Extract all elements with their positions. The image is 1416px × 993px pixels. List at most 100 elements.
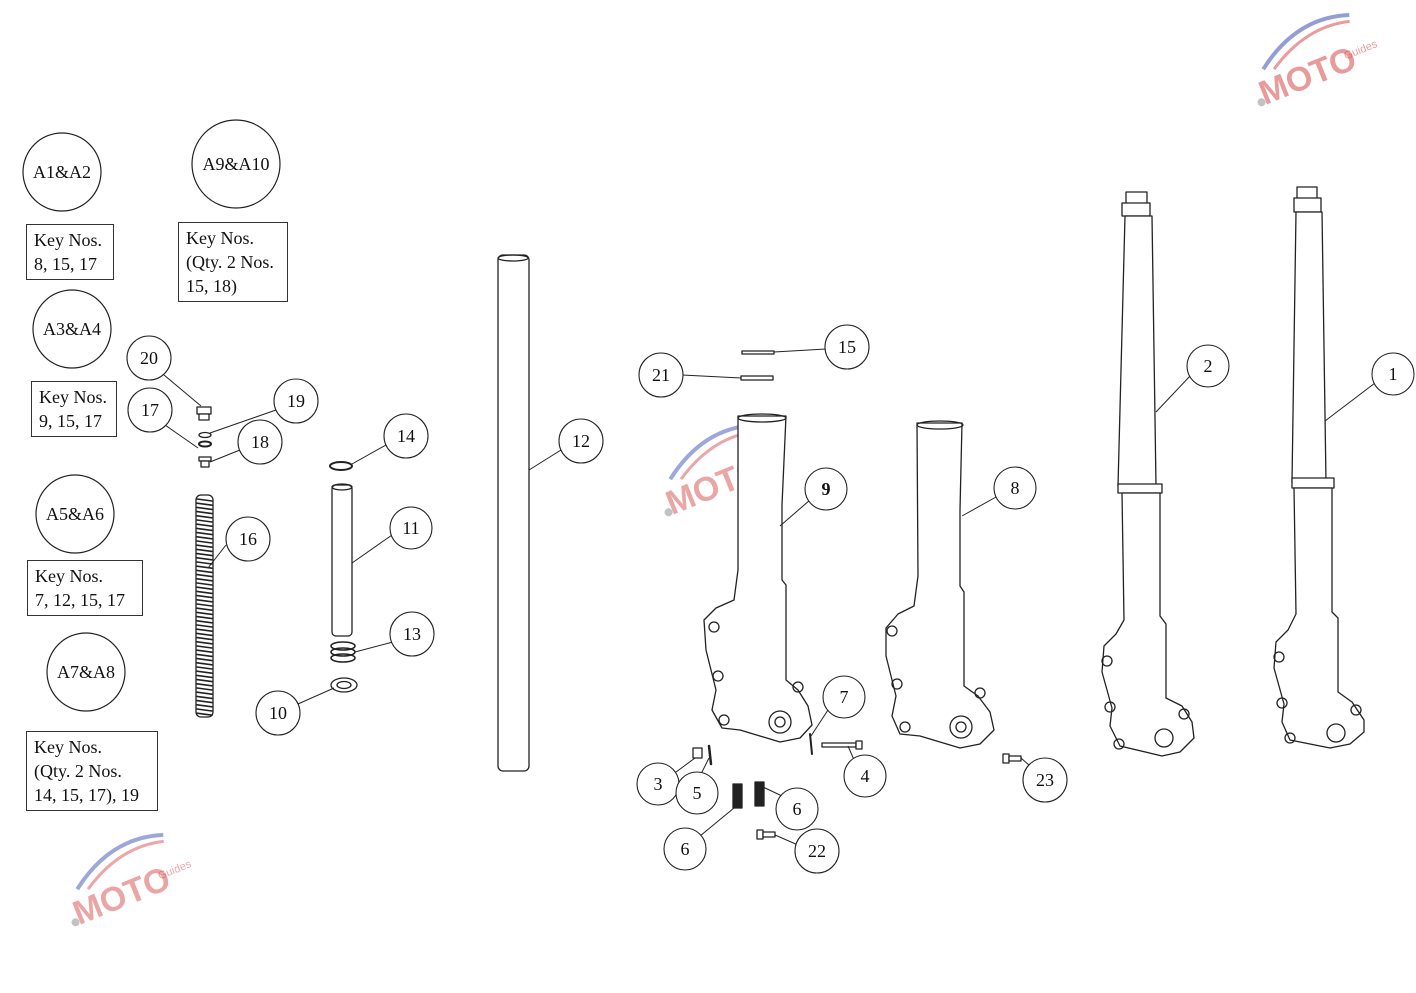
part-pin-5 xyxy=(707,744,713,766)
watermark-logo-bottom-left: MOTO Guides xyxy=(68,833,194,933)
part-spring-16 xyxy=(195,494,214,718)
callout-number: 10 xyxy=(269,703,287,723)
callout-c10: 10 xyxy=(255,690,301,736)
kit-label-a5a6: A5&A6 xyxy=(46,504,104,524)
callout-number: 8 xyxy=(1011,478,1020,498)
part-inner-tube-12 xyxy=(497,254,530,772)
callout-number: 21 xyxy=(652,365,670,385)
callout-c21: 21 xyxy=(638,352,684,398)
kit-label-a9a10: A9&A10 xyxy=(203,154,270,174)
callout-circle xyxy=(675,771,719,815)
part-bolt-6a xyxy=(732,783,743,809)
part-fork-leg-1 xyxy=(1273,186,1365,749)
callout-circle xyxy=(843,754,887,798)
callout-c1: 1 xyxy=(1371,352,1415,396)
part-cap-bolt-20 xyxy=(196,406,212,421)
callout-circle xyxy=(663,827,707,871)
callout-circle xyxy=(389,611,435,657)
callout-c13: 13 xyxy=(389,611,435,657)
kit-circle-a5a6 xyxy=(35,474,115,554)
kit-circle-a1a2 xyxy=(22,132,102,212)
callout-circle xyxy=(822,675,866,719)
watermark-logo-top-right: MOTO Guides xyxy=(1254,13,1380,113)
callout-circle xyxy=(1022,757,1068,803)
callout-c19: 19 xyxy=(273,378,319,424)
callout-c11: 11 xyxy=(389,506,433,550)
callout-number: 14 xyxy=(397,426,415,446)
part-pin-7 xyxy=(809,733,813,755)
note-line: 7, 12, 15, 17 xyxy=(35,590,125,610)
callout-circle xyxy=(804,467,848,511)
callout-number: 1 xyxy=(1389,364,1398,384)
callout-circle xyxy=(389,506,433,550)
kit-note-a5a6: Key Nos. 7, 12, 15, 17 xyxy=(27,560,143,616)
note-line: Key Nos. xyxy=(186,228,254,248)
kit-label-a3a4: A3&A4 xyxy=(43,319,101,339)
note-line: Key Nos. xyxy=(34,230,102,250)
callout-circle xyxy=(237,419,283,465)
callout-c7: 7 xyxy=(822,675,866,719)
kit-note-a7a8: Key Nos. (Qty. 2 Nos. 14, 15, 17), 19 xyxy=(26,731,158,811)
kit-note-a3a4: Key Nos. 9, 15, 17 xyxy=(31,381,117,437)
kit-circle-a7a8 xyxy=(46,632,126,712)
note-line: 8, 15, 17 xyxy=(34,254,97,274)
kit-label-a7a8: A7&A8 xyxy=(57,662,115,682)
part-fork-leg-2 xyxy=(1101,191,1195,757)
callout-c16: 16 xyxy=(225,516,271,562)
leader-lines xyxy=(163,348,1376,846)
callout-circle xyxy=(1186,344,1230,388)
part-screw-23 xyxy=(1002,753,1022,764)
callout-number: 6 xyxy=(681,839,690,859)
part-seal-15 xyxy=(741,350,775,355)
kit-label-a1a2: A1&A2 xyxy=(33,162,91,182)
part-damper-rod-11 xyxy=(331,483,353,637)
callout-number: 23 xyxy=(1036,770,1054,790)
part-plug-18 xyxy=(198,456,212,468)
callout-number: 20 xyxy=(140,348,158,368)
callout-number: 18 xyxy=(251,432,269,452)
part-seal-21 xyxy=(740,375,774,381)
callout-c6a: 6 xyxy=(663,827,707,871)
callout-c5: 5 xyxy=(675,771,719,815)
part-washer-17-19 xyxy=(198,431,212,448)
callout-number: 17 xyxy=(141,400,159,420)
callout-number: 2 xyxy=(1204,356,1213,376)
callout-circle xyxy=(127,387,173,433)
callout-circle xyxy=(273,378,319,424)
kit-circle-a9a10 xyxy=(191,119,281,209)
callout-circle xyxy=(255,690,301,736)
part-washer-10 xyxy=(330,677,358,693)
callout-c22: 22 xyxy=(794,828,840,874)
callout-number: 16 xyxy=(239,529,257,549)
callout-number: 11 xyxy=(402,518,419,538)
part-nut-3 xyxy=(692,747,703,759)
part-screw-22 xyxy=(756,829,776,840)
callout-number: 22 xyxy=(808,841,826,861)
callout-c4: 4 xyxy=(843,754,887,798)
callout-number: 13 xyxy=(403,624,421,644)
callout-circle xyxy=(1371,352,1415,396)
note-line: Key Nos. xyxy=(35,566,103,586)
callout-circle xyxy=(993,466,1037,510)
callout-circle xyxy=(824,324,870,370)
callout-circle xyxy=(638,352,684,398)
callout-c20: 20 xyxy=(126,335,172,381)
callout-number: 4 xyxy=(861,766,870,786)
callout-c14: 14 xyxy=(383,413,429,459)
part-slider-8 xyxy=(885,420,995,749)
callout-c8: 8 xyxy=(993,466,1037,510)
callout-circle xyxy=(794,828,840,874)
callout-number: 9 xyxy=(822,479,831,499)
callout-number: 15 xyxy=(838,337,856,357)
note-line: 14, 15, 17), 19 xyxy=(34,785,139,805)
part-bolt-6b xyxy=(754,781,765,807)
callout-circle xyxy=(383,413,429,459)
note-line: (Qty. 2 Nos. xyxy=(186,252,274,272)
note-line: 9, 15, 17 xyxy=(39,411,102,431)
callout-c6b: 6 xyxy=(775,787,819,831)
callout-number: 19 xyxy=(287,391,305,411)
note-line: Key Nos. xyxy=(39,387,107,407)
callout-c2: 2 xyxy=(1186,344,1230,388)
